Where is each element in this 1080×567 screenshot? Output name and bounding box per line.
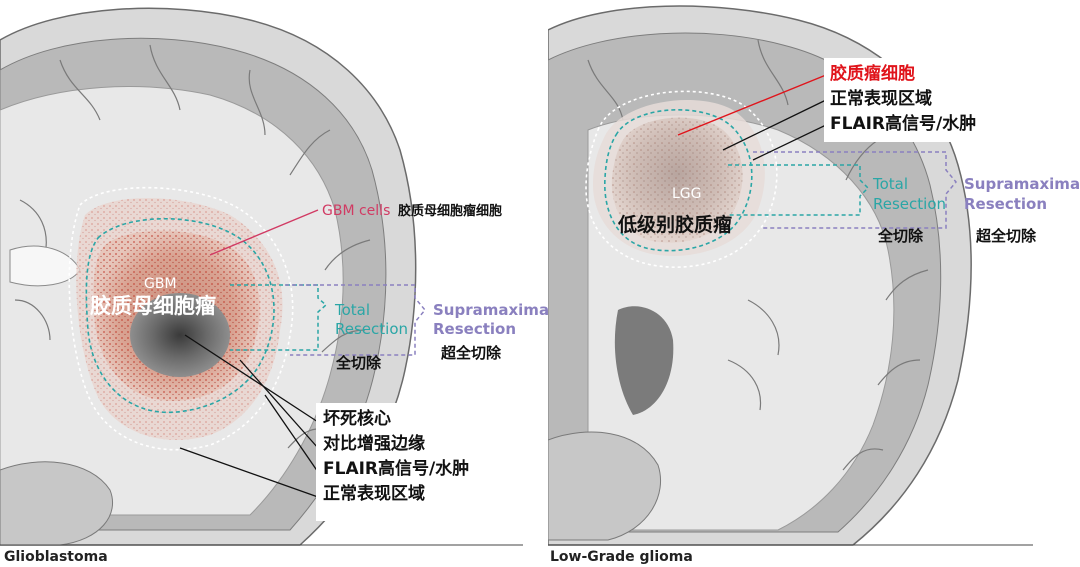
gbm-cells-pointer (209, 209, 319, 256)
panel-caption-glioblastoma: Glioblastoma (4, 549, 108, 565)
cerebellum (0, 461, 113, 546)
legend-glioma-cells: 胶质瘤细胞 (830, 64, 915, 84)
total-resection-label-line2: Resection (335, 320, 409, 338)
gbm-cells-label-en: GBM cells (322, 203, 391, 219)
total-resection-label-line1: Total (873, 175, 909, 193)
low-grade-glioma-panel: LGG 低级别胶质瘤 胶质瘤细胞 正常表现区域 FLAIR高信号/水肿 Tota… (548, 0, 1080, 567)
flair-boundary (68, 186, 294, 451)
sulci-lines (14, 44, 371, 449)
supramaximal-bracket (753, 151, 957, 229)
supramaximal-label-cn: 超全切除 (976, 227, 1037, 245)
total-resection-label-line1: Total (335, 301, 371, 319)
supramaximal-label-line2: Resection (964, 195, 1048, 213)
legend-necrotic-core: 坏死核心 (323, 409, 391, 429)
total-resection-label-cn: 全切除 (336, 354, 382, 372)
glioblastoma-brain-illustration (0, 7, 523, 546)
deep-gray-matter (614, 306, 674, 415)
glioma-cells-pointer (677, 74, 827, 136)
cerebellum (548, 431, 662, 541)
legend-flair-edema: FLAIR高信号/水肿 (323, 459, 470, 479)
total-resection-label-cn: 全切除 (878, 227, 924, 245)
normal-appearing-pointer (722, 99, 827, 151)
legend-pointers (179, 334, 319, 498)
total-resection-bracket (230, 284, 328, 351)
total-resection-boundary (604, 109, 753, 252)
legend-normal-appearing: 正常表现区域 (323, 484, 425, 504)
lgg-label-cn: 低级别胶质瘤 (618, 214, 733, 236)
glioblastoma-panel: GBM 胶质母细胞瘤 GBM cells 胶质母细胞瘤细胞 Total Rese… (0, 0, 554, 567)
legend-flair-edema: FLAIR高信号/水肿 (830, 114, 977, 134)
supramaximal-bracket (285, 284, 426, 356)
supramaximal-label-line2: Resection (433, 320, 517, 338)
supramaximal-label-line1: Supramaximal (433, 301, 555, 319)
legend-enhancing-rim: 对比增强边缘 (323, 434, 425, 454)
supramaximal-label-cn: 超全切除 (441, 344, 502, 362)
panel-caption-lgg: Low-Grade glioma (550, 549, 693, 565)
gbm-label-cn: 胶质母细胞瘤 (90, 294, 216, 318)
flair-pointer (752, 124, 827, 161)
total-resection-label-line2: Resection (873, 195, 947, 213)
legend-box: 坏死核心 对比增强边缘 FLAIR高信号/水肿 正常表现区域 (316, 403, 530, 521)
necrotic-core (130, 293, 230, 377)
sulci-lines (587, 39, 929, 471)
lgg-label-en: LGG (672, 186, 702, 202)
legend-box: 胶质瘤细胞 正常表现区域 FLAIR高信号/水肿 (824, 58, 1036, 142)
gbm-cells-label-cn: 胶质母细胞瘤细胞 (398, 204, 503, 219)
flair-boundary (585, 90, 778, 268)
gbm-label-en: GBM (144, 276, 177, 292)
legend-normal-appearing: 正常表现区域 (830, 89, 932, 109)
supramaximal-label-line1: Supramaximal (964, 175, 1080, 193)
